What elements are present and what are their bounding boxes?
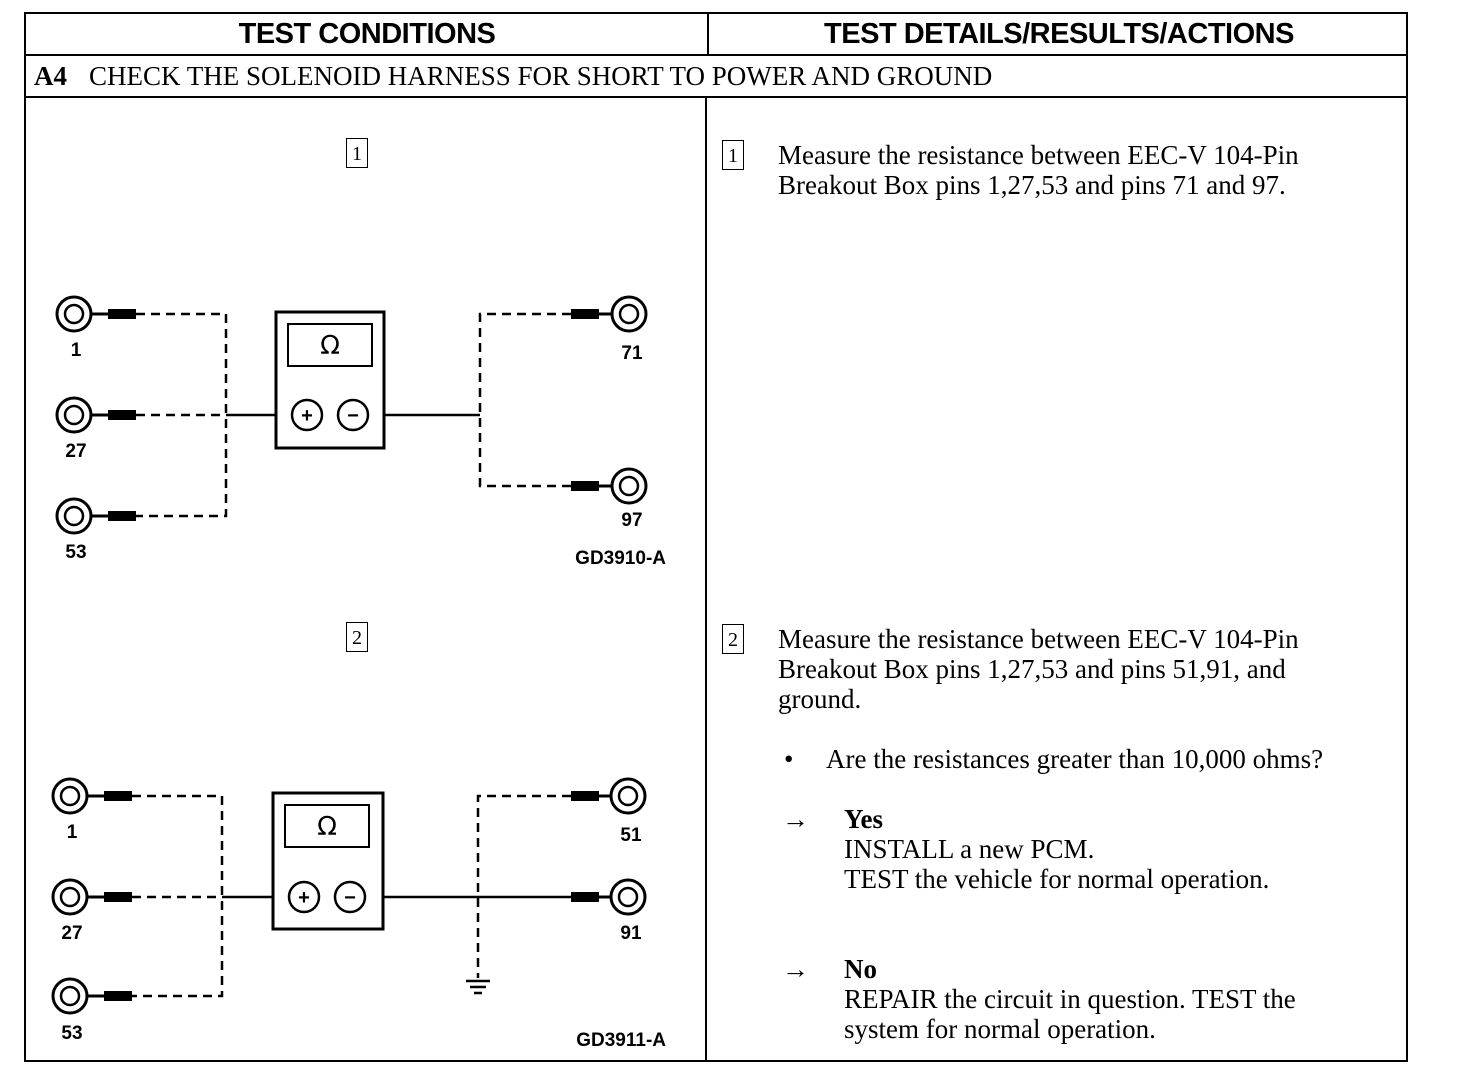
test-conditions-heading: TEST CONDITIONS [238, 18, 496, 50]
diagram2-pin-53 [51, 977, 132, 1015]
step1-line1: Measure the resistance between EEC-V 104… [778, 140, 1299, 170]
ground-icon [466, 979, 490, 995]
diagram1-wiring: Ω + − 1 27 53 71 97 GD3910-A [55, 295, 666, 569]
diagram1-code: GD3910-A [575, 548, 666, 569]
step2-instruction: Measure the resistance between EEC-V 104… [778, 624, 1299, 714]
diagram1-ohmmeter: Ω + − [274, 310, 386, 450]
diagram2-ohm-symbol: Ω [317, 812, 337, 842]
yes-action-2: TEST the vehicle for normal operation. [844, 864, 1270, 894]
diagram2-ohmmeter: Ω + − [271, 791, 385, 931]
diagram2-pin-91 [571, 878, 647, 916]
diagram2-label-1: 1 [67, 822, 78, 843]
step-divider [26, 96, 1406, 98]
column-divider [705, 98, 707, 1060]
diagram1-pin-71 [571, 295, 648, 333]
diagram2-pin-1 [51, 777, 132, 815]
diagram1-label-71: 71 [621, 343, 643, 364]
header-column-divider [707, 14, 709, 54]
no-action-2: system for normal operation. [844, 1014, 1156, 1044]
test-details-heading: TEST DETAILS/RESULTS/ACTIONS [824, 18, 1294, 50]
step2-line1: Measure the resistance between EEC-V 104… [778, 624, 1299, 654]
diagram2-label-91: 91 [620, 923, 642, 944]
step1-number-box: 1 [722, 140, 744, 170]
yes-label: Yes [844, 804, 883, 834]
step2-bullet: • [784, 744, 794, 774]
diagram2-number-box: 2 [346, 622, 368, 652]
yes-result: Yes INSTALL a new PCM. TEST the vehicle … [844, 804, 1269, 894]
diagram2-code: GD3911-A [576, 1030, 666, 1051]
diagram1-label-1: 1 [71, 340, 82, 361]
diagram1-pin-1 [55, 295, 136, 333]
diagram1-pin-97 [571, 467, 648, 505]
diagram2-label-27: 27 [61, 923, 82, 944]
step-title: A4 CHECK THE SOLENOID HARNESS FOR SHORT T… [34, 56, 992, 96]
diagram1-minus: − [347, 405, 359, 427]
step2-number-box: 2 [722, 624, 744, 654]
test-procedure-sheet: TEST CONDITIONS TEST DETAILS/RESULTS/ACT… [24, 12, 1408, 1062]
yes-action-1: INSTALL a new PCM. [844, 834, 1095, 864]
yes-arrow-icon: → [782, 804, 809, 834]
diagram2-pin-51 [571, 777, 647, 815]
step2-question: Are the resistances greater than 10,000 … [826, 744, 1324, 774]
diagram1-label-97: 97 [621, 510, 642, 531]
step-title-text: CHECK THE SOLENOID HARNESS FOR SHORT TO … [89, 61, 993, 91]
step1-instruction: Measure the resistance between EEC-V 104… [778, 140, 1299, 200]
diagram2-wiring: Ω + − 1 27 53 51 91 GD3911-A [51, 777, 666, 1051]
diagram1-pin-27 [55, 396, 136, 434]
diagram2-minus: − [344, 887, 356, 909]
no-arrow-icon: → [782, 954, 809, 984]
step2-line2: Breakout Box pins 1,27,53 and pins 51,91… [778, 654, 1286, 684]
no-label: No [844, 954, 877, 984]
step2-line3: ground. [778, 684, 862, 714]
diagram1-plus: + [301, 405, 313, 427]
diagram1-label-53: 53 [65, 542, 86, 563]
header-divider [26, 54, 1406, 56]
diagram2-pin-27 [51, 878, 132, 916]
step1-line2: Breakout Box pins 1,27,53 and pins 71 an… [778, 170, 1286, 200]
diagram1-label-27: 27 [65, 441, 86, 462]
diagram1-ohm-symbol: Ω [320, 331, 340, 361]
diagram2-label-53: 53 [61, 1023, 82, 1044]
diagram2-plus: + [298, 887, 310, 909]
diagram2-label-51: 51 [620, 825, 642, 846]
diagram1-number-box: 1 [346, 138, 368, 168]
no-action-1: REPAIR the circuit in question. TEST the [844, 984, 1296, 1014]
diagram1-pin-53 [55, 497, 136, 535]
step-id: A4 [34, 61, 67, 91]
no-result: No REPAIR the circuit in question. TEST … [844, 954, 1296, 1044]
